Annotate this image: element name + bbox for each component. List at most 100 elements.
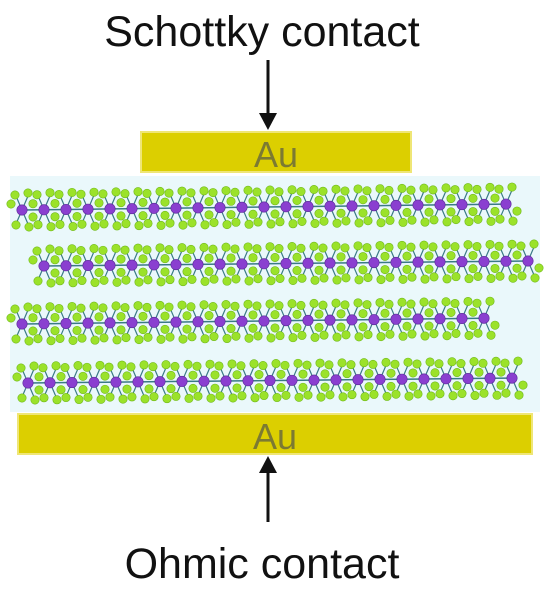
chalcogen-atom	[138, 311, 148, 321]
chalcogen-atom	[485, 239, 495, 249]
metal-atom	[330, 374, 342, 386]
chalcogen-atom	[94, 211, 104, 221]
metal-atom	[346, 200, 358, 212]
metal-atom	[170, 202, 182, 214]
chalcogen-atom	[83, 392, 93, 402]
chalcogen-atom	[430, 381, 440, 391]
chalcogen-atom	[318, 186, 328, 196]
chalcogen-atom	[363, 216, 373, 226]
chalcogen-atom	[402, 264, 412, 274]
chalcogen-atom	[359, 358, 369, 368]
chalcogen-atom	[296, 300, 306, 310]
chalcogen-atom	[166, 384, 176, 394]
chalcogen-atom	[314, 265, 324, 275]
chalcogen-atom	[530, 273, 540, 283]
chalcogen-atom	[248, 266, 258, 276]
chalcogen-atom	[385, 215, 395, 225]
chalcogen-atom	[336, 322, 346, 332]
chalcogen-atom	[90, 221, 100, 231]
chalcogen-atom	[252, 187, 262, 197]
chalcogen-atom	[10, 304, 20, 314]
chalcogen-atom	[512, 250, 522, 260]
chalcogen-atom	[441, 183, 451, 193]
chalcogen-atom	[412, 359, 422, 369]
metal-atom	[396, 373, 408, 385]
chalcogen-atom	[232, 370, 242, 380]
chalcogen-atom	[144, 371, 154, 381]
chalcogen-atom	[336, 309, 346, 319]
chalcogen-atom	[236, 361, 246, 371]
chalcogen-atom	[94, 268, 104, 278]
chalcogen-atom	[112, 277, 122, 287]
metal-atom	[154, 376, 166, 388]
chalcogen-atom	[23, 188, 33, 198]
chalcogen-atom	[270, 310, 280, 320]
metal-atom	[110, 376, 122, 388]
chalcogen-atom	[210, 370, 220, 380]
chalcogen-atom	[231, 217, 241, 227]
chalcogen-atom	[252, 244, 262, 254]
chalcogen-atom	[54, 303, 64, 313]
chalcogen-atom	[96, 394, 106, 404]
chalcogen-atom	[60, 363, 70, 373]
chalcogen-atom	[340, 300, 350, 310]
metal-atom	[302, 200, 314, 212]
metal-atom	[38, 260, 50, 272]
chalcogen-atom	[28, 313, 38, 323]
chalcogen-atom	[325, 390, 335, 400]
chalcogen-atom	[228, 393, 238, 403]
chalcogen-atom	[376, 275, 386, 285]
chalcogen-atom	[204, 266, 214, 276]
chalcogen-atom	[182, 197, 192, 207]
chalcogen-atom	[292, 309, 302, 319]
chalcogen-atom	[513, 356, 523, 366]
chalcogen-atom	[188, 370, 198, 380]
metal-atom	[82, 260, 94, 272]
chalcogen-atom	[186, 302, 196, 312]
chalcogen-atom	[226, 196, 236, 206]
chalcogen-atom	[331, 298, 341, 308]
chalcogen-atom	[420, 331, 430, 341]
chalcogen-atom	[68, 221, 78, 231]
chalcogen-atom	[98, 303, 108, 313]
chalcogen-atom	[376, 218, 386, 228]
chalcogen-atom	[424, 207, 434, 217]
chalcogen-atom	[468, 307, 478, 317]
chalcogen-atom	[34, 372, 44, 382]
chalcogen-atom	[77, 219, 87, 229]
chalcogen-atom	[222, 276, 232, 286]
chalcogen-atom	[221, 186, 231, 196]
chalcogen-atom	[231, 274, 241, 284]
chalcogen-atom	[381, 357, 391, 367]
chalcogen-atom	[182, 311, 192, 321]
chalcogen-atom	[353, 298, 363, 308]
chalcogen-atom	[99, 275, 109, 285]
chalcogen-atom	[428, 299, 438, 309]
chalcogen-atom	[143, 332, 153, 342]
chalcogen-atom	[419, 183, 429, 193]
chalcogen-atom	[303, 390, 313, 400]
chalcogen-atom	[116, 325, 126, 335]
chalcogen-atom	[164, 245, 174, 255]
chalcogen-atom	[385, 272, 395, 282]
chalcogen-atom	[100, 371, 110, 381]
chalcogen-atom	[17, 393, 27, 403]
metal-atom	[346, 257, 358, 269]
metal-atom	[456, 312, 468, 324]
chalcogen-atom	[275, 273, 285, 283]
metal-atom	[148, 316, 160, 328]
chalcogen-atom	[138, 211, 148, 221]
chalcogen-atom	[52, 395, 62, 405]
chalcogen-atom	[490, 263, 500, 273]
chalcogen-atom	[456, 359, 466, 369]
chalcogen-atom	[314, 208, 324, 218]
metal-atom	[104, 259, 116, 271]
metal-atom	[522, 255, 534, 267]
chalcogen-atom	[165, 218, 175, 228]
chalcogen-atom	[419, 240, 429, 250]
metal-atom	[418, 373, 430, 385]
chalcogen-atom	[165, 275, 175, 285]
chalcogen-atom	[33, 220, 43, 230]
chalcogen-atom	[457, 389, 467, 399]
layer-1	[6, 182, 522, 232]
